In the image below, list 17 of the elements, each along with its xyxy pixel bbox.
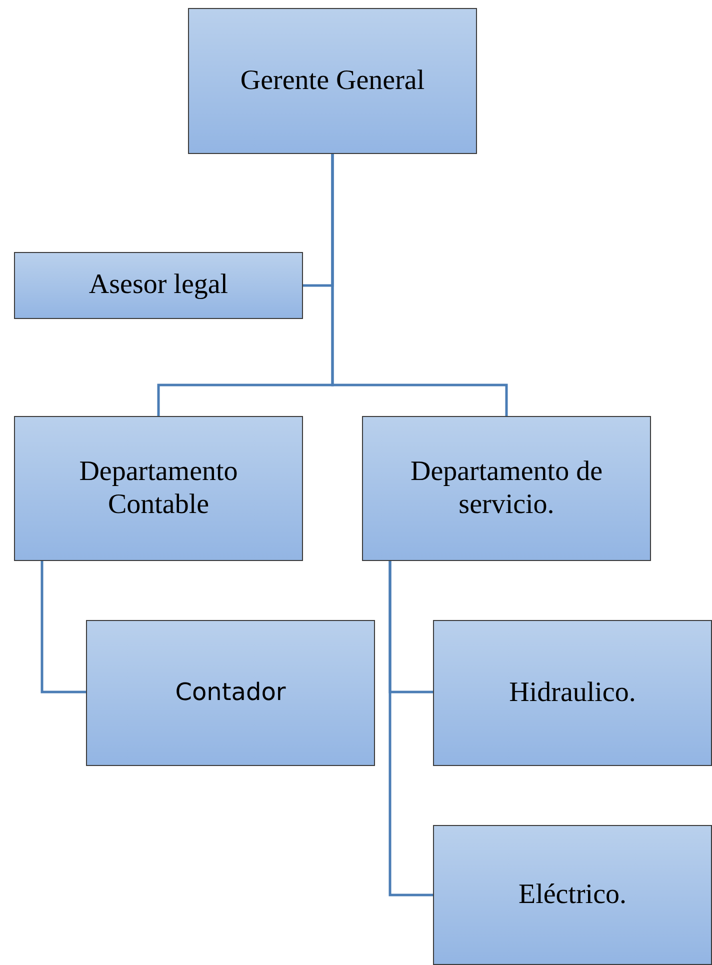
org-box	[362, 416, 651, 561]
connector-line	[388, 561, 433, 896]
connector-line	[331, 154, 508, 416]
org-box	[14, 416, 303, 561]
box-label: Contador	[174, 679, 287, 707]
box-label: Eléctrico.	[517, 878, 628, 912]
org-box	[433, 620, 712, 766]
box-label: Departamento Contable	[78, 456, 239, 521]
box-label: Gerente General	[239, 64, 426, 98]
connector-line	[40, 561, 86, 694]
org-box	[14, 252, 303, 319]
box-label: Hidraulico.	[508, 676, 637, 710]
box-label: Departamento de servicio.	[409, 456, 604, 521]
org-box	[433, 825, 712, 965]
org-box	[86, 620, 375, 766]
org-box	[188, 8, 477, 154]
box-label: Asesor legal	[88, 269, 230, 302]
